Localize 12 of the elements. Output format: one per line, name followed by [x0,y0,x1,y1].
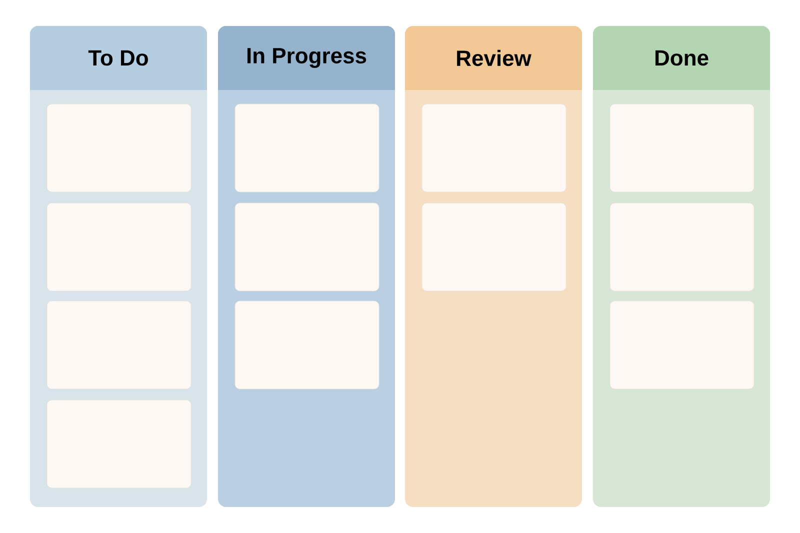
task-card [46,300,192,390]
task-card [46,104,192,192]
task-card [422,202,566,292]
task-card [610,300,754,390]
task-card [610,202,754,292]
task-card [234,104,380,192]
task-card [234,202,380,292]
task-card [610,104,754,192]
task-card [46,202,192,292]
task-card [234,300,380,390]
task-card [422,104,566,192]
task-card [46,400,192,488]
